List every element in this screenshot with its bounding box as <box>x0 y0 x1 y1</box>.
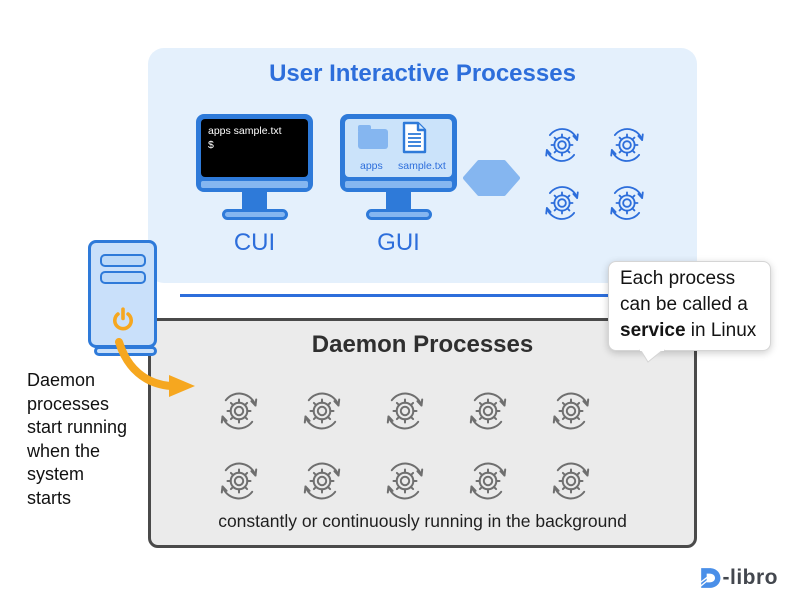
process-cycle-icon <box>540 181 584 225</box>
daemon-cycle-icon <box>381 457 429 505</box>
daemon-cycle-icon <box>215 457 263 505</box>
pc-tower <box>88 240 157 348</box>
daemon-panel <box>148 318 697 548</box>
daemon-cycle-icon <box>547 457 595 505</box>
daemon-cycle-icon <box>547 387 595 435</box>
gui-monitor-bezel <box>345 181 452 188</box>
drive-slot <box>99 254 146 267</box>
gui-monitor: apps sample.txt <box>340 114 457 220</box>
process-cycle-icon <box>605 181 649 225</box>
boot-arrow-icon <box>115 338 195 397</box>
bubble-bold-word: service <box>620 320 686 341</box>
process-cycle-icon <box>605 123 649 167</box>
daemon-title: Daemon Processes <box>311 331 534 358</box>
cui-monitor-frame: apps sample.txt $ <box>196 114 313 192</box>
drive-slot <box>99 271 146 284</box>
bubble-line: can be called a <box>620 294 748 315</box>
daemon-cycle-icon <box>464 387 512 435</box>
cui-monitor: apps sample.txt $ <box>196 114 313 220</box>
daemon-note-line: system <box>27 464 85 484</box>
cui-terminal-screen: apps sample.txt $ <box>201 119 308 177</box>
bubble-line-rest: in Linux <box>685 320 757 341</box>
daemon-cycle-icon <box>381 387 429 435</box>
dlibro-logo-icon <box>698 568 720 588</box>
daemon-note-line: when the <box>27 440 101 461</box>
gui-desktop-screen: apps sample.txt <box>345 119 452 177</box>
cui-monitor-base <box>221 209 288 220</box>
daemon-note-line: processes <box>27 393 110 414</box>
cui-monitor-bezel <box>201 181 308 188</box>
daemon-cycle-icon <box>298 387 346 435</box>
bubble-line: service in Linux <box>620 318 759 344</box>
process-cycle-icon <box>540 123 584 167</box>
cui-monitor-stand <box>242 192 267 209</box>
document-icon <box>402 121 427 154</box>
terminal-line: apps sample.txt <box>208 125 282 137</box>
dlibro-logo-text: -libro <box>722 565 778 589</box>
double-arrow-icon <box>463 160 520 196</box>
service-callout-bubble: Each process can be called a service in … <box>608 261 771 363</box>
file-label: sample.txt <box>398 160 446 172</box>
bubble-tail <box>639 349 665 363</box>
user-interactive-title: User Interactive Processes <box>269 60 576 87</box>
gui-monitor-frame: apps sample.txt <box>340 114 457 192</box>
gui-monitor-base <box>365 209 432 220</box>
cui-label: CUI <box>233 229 276 256</box>
power-button-icon <box>112 307 133 331</box>
daemon-caption: constantly or continuously running in th… <box>218 511 627 531</box>
gui-monitor-stand <box>386 192 411 209</box>
gui-label: GUI <box>377 229 420 256</box>
daemon-cycle-icon <box>298 457 346 505</box>
daemon-note-line: start running <box>27 417 128 437</box>
daemon-note: Daemon processes start running when the … <box>27 369 167 510</box>
daemon-note-line: starts <box>27 487 72 508</box>
section-divider-line <box>180 294 608 297</box>
bubble-line: Each process <box>620 268 736 289</box>
daemon-cycle-icon <box>215 387 263 435</box>
folder-label: apps <box>360 160 383 172</box>
terminal-prompt: $ <box>208 139 214 151</box>
dlibro-logo: -libro <box>697 565 779 590</box>
folder-icon <box>358 125 388 149</box>
daemon-note-line: Daemon <box>27 370 96 390</box>
daemon-cycle-icon <box>464 457 512 505</box>
